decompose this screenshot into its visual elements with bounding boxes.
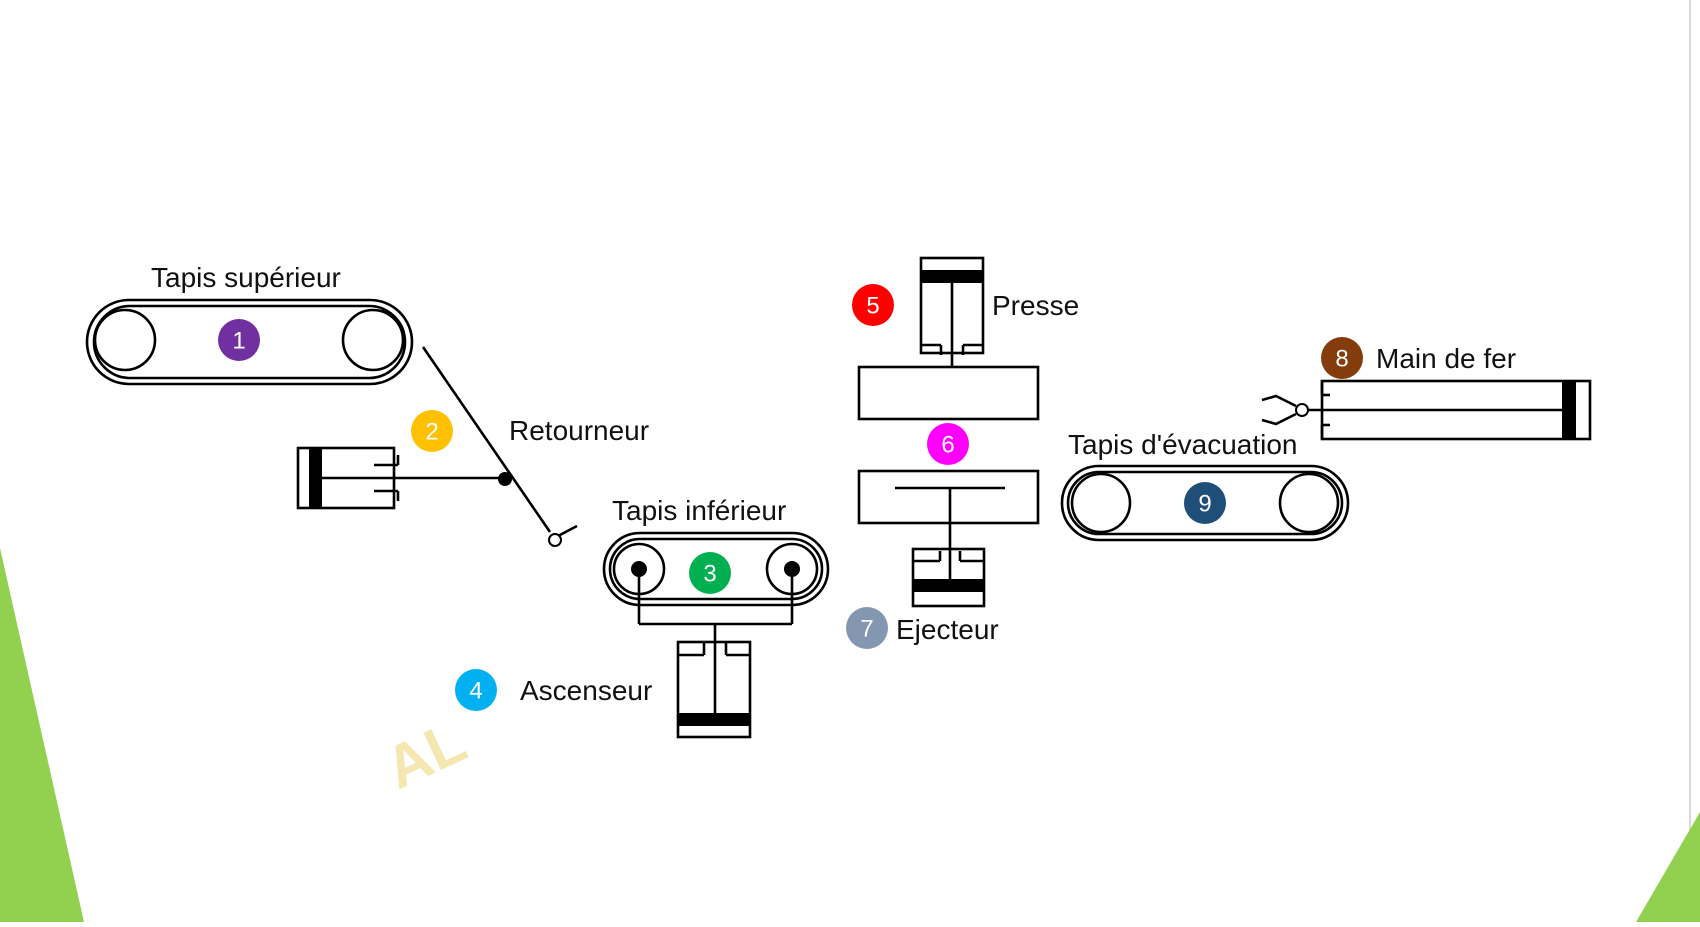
tapis-evacuation: [1060, 464, 1350, 542]
tapis-superieur: [85, 298, 414, 386]
marker-9: 9: [1184, 482, 1226, 524]
press-die: [857, 469, 1040, 586]
retourneur-cylinder: [296, 446, 512, 510]
ascenseur-cylinder: [676, 624, 752, 739]
marker-4-circle: [455, 669, 497, 711]
presse-plate-upper: [857, 365, 1040, 421]
label-tapis-evacuation: Tapis d'évacuation: [1068, 429, 1298, 460]
marker-4-number: 4: [469, 678, 482, 705]
marker-5: 5: [852, 284, 894, 326]
marker-2-number: 2: [425, 419, 438, 446]
main-de-fer: [1261, 379, 1592, 441]
watermark-text: AL: [375, 707, 476, 802]
label-presse: Presse: [992, 290, 1079, 321]
ejecteur-cylinder: [911, 547, 986, 608]
green-corner-right: [1636, 812, 1700, 922]
marker-3: 3: [689, 552, 731, 594]
marker-5-circle: [852, 284, 894, 326]
marker-3-circle: [689, 552, 731, 594]
presse-cylinder: [919, 256, 985, 367]
marker-6: 6: [927, 423, 969, 465]
retourneur: [421, 346, 578, 547]
marker-8-number: 8: [1335, 346, 1348, 373]
green-corner-left: [0, 548, 84, 922]
label-tapis-superieur: Tapis supérieur: [151, 262, 341, 293]
marker-2: 2: [411, 410, 453, 452]
marker-7-number: 7: [860, 616, 873, 643]
marker-1-circle: [218, 319, 260, 361]
marker-9-number: 9: [1198, 491, 1211, 518]
marker-3-number: 3: [703, 561, 716, 588]
marker-6-number: 6: [941, 432, 954, 459]
label-main-de-fer: Main de fer: [1376, 343, 1516, 374]
label-ejecteur: Ejecteur: [896, 614, 999, 645]
label-retourneur: Retourneur: [509, 415, 649, 446]
label-ascenseur: Ascenseur: [520, 675, 652, 706]
marker-8: 8: [1321, 337, 1363, 379]
marker-1-number: 1: [232, 328, 245, 355]
marker-5-number: 5: [866, 293, 879, 320]
marker-9-circle: [1184, 482, 1226, 524]
marker-1: 1: [218, 319, 260, 361]
label-tapis-inferieur: Tapis inférieur: [612, 495, 786, 526]
marker-8-circle: [1321, 337, 1363, 379]
marker-4: 4: [455, 669, 497, 711]
marker-7: 7: [846, 607, 888, 649]
marker-6-circle: [927, 423, 969, 465]
marker-7-circle: [846, 607, 888, 649]
marker-2-circle: [411, 410, 453, 452]
